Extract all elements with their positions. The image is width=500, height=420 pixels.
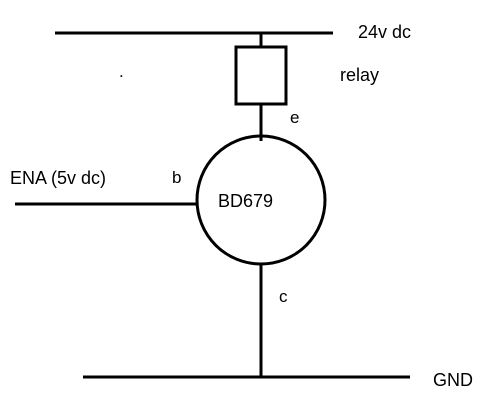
collector-label: c	[279, 287, 288, 306]
transistor-label: BD679	[218, 191, 273, 211]
relay-coil	[234, 45, 288, 106]
relay-label: relay	[340, 65, 379, 85]
ground-label: GND	[433, 370, 473, 390]
stray-dot: .	[119, 62, 124, 81]
input-label: ENA (5v dc)	[10, 168, 106, 188]
supply-label: 24v dc	[358, 22, 411, 42]
base-label: b	[172, 168, 181, 187]
emitter-label: e	[290, 108, 299, 127]
